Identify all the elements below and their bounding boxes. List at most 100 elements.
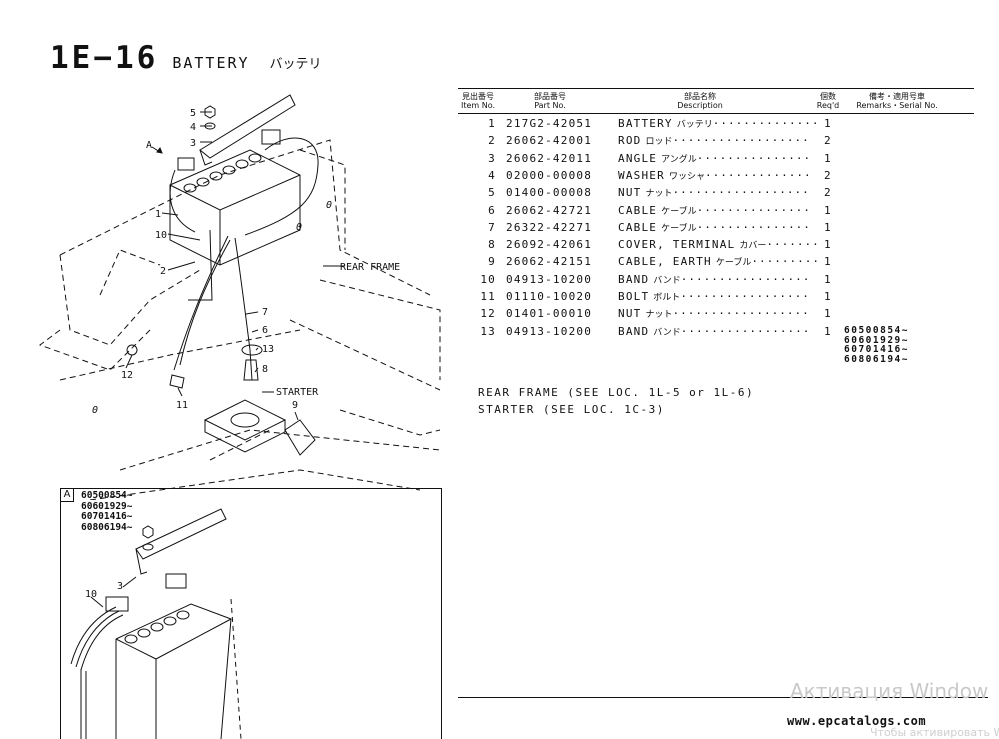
item-number: 4 [488, 168, 496, 182]
item-number: 6 [488, 203, 496, 217]
table-top-rule [458, 88, 974, 89]
callout-7: 7 [262, 307, 268, 318]
callout-5: 5 [190, 108, 196, 119]
note-starter: STARTER (SEE LOC. 1C-3) [478, 403, 665, 416]
footer-ghost-text: Чтобы активировать Win [870, 726, 999, 739]
part-number: 04913-10200 [506, 324, 593, 338]
leader-dots: ·············· [704, 168, 812, 182]
inset-callout-3: 3 [117, 581, 123, 592]
description-en: ANGLE [618, 151, 658, 165]
quantity: 2 [824, 134, 832, 148]
description-en: BOLT [618, 290, 650, 303]
description-jp: ボルト [653, 293, 681, 303]
inset-serial: 60701416~ [81, 511, 133, 522]
part-number: 01400-00008 [506, 186, 593, 200]
part-number: 26062-42721 [506, 203, 593, 217]
description-en: BAND [618, 272, 650, 286]
part-number: 217G2-42051 [506, 117, 593, 130]
quantity: 1 [824, 117, 832, 130]
leader-dots: ·················· [672, 186, 810, 200]
part-number: 04913-10200 [506, 272, 593, 286]
inset-serial: 60500854~ [81, 490, 133, 501]
part-number: 26062-42151 [506, 255, 593, 269]
section-name: BATTERY [172, 54, 250, 72]
leader-dots: ··············· [696, 203, 811, 217]
description-jp: ナット [645, 310, 673, 321]
leader-dots: ·················· [672, 134, 810, 148]
description-jp: バンド [653, 275, 681, 286]
description-en: CABLE [618, 220, 658, 234]
description-jp: ワッシャ [668, 171, 705, 182]
leader-dots: ········· [751, 255, 820, 269]
leader-dots: ················· [680, 324, 811, 338]
description-jp: ロッド [645, 137, 673, 148]
callout-8: 8 [262, 364, 268, 375]
part-number: 02000-00008 [506, 168, 593, 182]
description-jp: バッテリ [676, 120, 713, 130]
inset-diagram: 10 3 [70, 508, 242, 739]
callout-12: 12 [121, 370, 133, 381]
remark-serial: 60701416~ [844, 344, 909, 355]
description-jp: ケーブル [661, 223, 697, 234]
inset-serial: 60601929~ [81, 500, 133, 512]
remark-serial: 60806194~ [844, 353, 909, 365]
starter-label: STARTER [276, 387, 319, 398]
part-number: 26062-42001 [506, 134, 593, 148]
description-jp: ケーブル [715, 258, 752, 269]
callout-A: A [146, 140, 152, 151]
inset-tag: A [61, 489, 74, 502]
quantity: 1 [824, 255, 832, 269]
rear-frame-label: REAR FRAME [340, 262, 400, 273]
part-number: 01110-10020 [506, 290, 593, 303]
quantity: 1 [824, 307, 832, 321]
leader-dots: ··············· [696, 220, 811, 234]
part-number: 26062-42011 [506, 151, 593, 165]
quantity: 1 [824, 238, 832, 252]
leader-dots: ················· [680, 290, 810, 303]
item-number: 13 [480, 324, 496, 338]
description-en: COVER, TERMINAL [618, 238, 736, 252]
description-en: BATTERY [618, 117, 673, 130]
description-en: WASHER [618, 168, 665, 182]
callout-2: 2 [160, 266, 166, 277]
description-jp: ケーブル [661, 206, 697, 217]
item-number: 12 [480, 307, 496, 321]
callout-11: 11 [176, 400, 188, 411]
quantity: 1 [824, 203, 832, 217]
leader-dots: ·············· [712, 117, 820, 130]
item-number: 2 [488, 134, 496, 148]
item-number: 7 [488, 220, 496, 234]
leader-dots: ······· [766, 238, 820, 252]
description-en: NUT [618, 186, 642, 200]
item-number: 11 [480, 290, 496, 303]
battery-exploded-diagram: 5 4 3 A 1 10 2 7 6 13 8 12 11 9 0 0 0 RE… [38, 94, 441, 500]
description-en: NUT [618, 307, 642, 321]
description-en: CABLE [618, 203, 658, 217]
item-number: 10 [480, 272, 496, 286]
frame-mark-0b: 0 [296, 222, 302, 233]
callout-10: 10 [155, 230, 167, 241]
footer-url[interactable]: www.epcatalogs.com [787, 714, 927, 728]
part-number: 26092-42061 [506, 238, 593, 252]
item-number: 5 [488, 186, 496, 200]
description-jp: カバー [739, 241, 767, 252]
item-number: 9 [488, 255, 496, 269]
page-title: 1E−16 BATTERY バッテリ [50, 40, 322, 76]
